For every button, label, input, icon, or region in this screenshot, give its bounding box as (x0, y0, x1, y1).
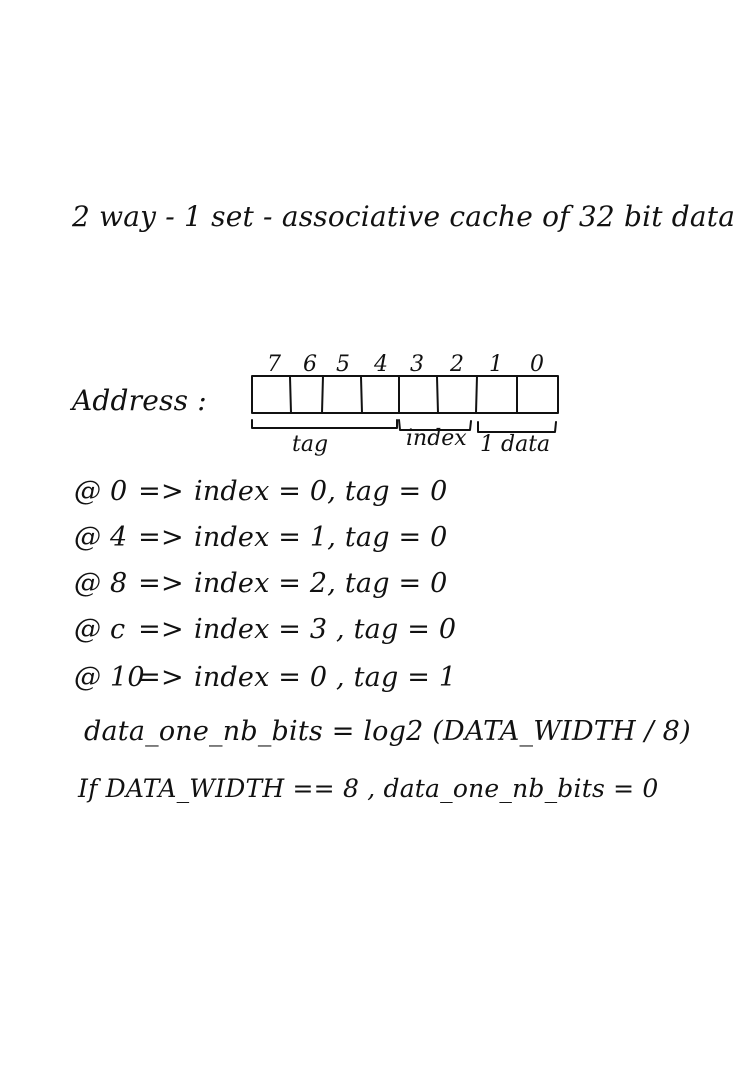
tag-bracket (251, 419, 398, 429)
bit-number-2: 2 (450, 352, 464, 377)
mapping-address: @ 8 (74, 568, 128, 599)
mapping-address: @ 0 (74, 476, 128, 507)
mapping-row: @ 8 => index = 2, tag = 0 (74, 568, 447, 599)
address-label: Address : (72, 384, 207, 417)
data-bits-formula: data_one_nb_bits = log2 (DATA_WIDTH / 8) (84, 716, 691, 747)
mapping-result: index = 2, tag = 0 (194, 568, 448, 599)
tag-field-label: tag (292, 432, 329, 457)
mapping-row: @ c => index = 3 , tag = 0 (74, 614, 456, 645)
mapping-arrow: => (138, 662, 184, 693)
mapping-row: @ 10 => index = 0 , tag = 1 (74, 662, 456, 693)
mapping-arrow: => (138, 568, 184, 599)
data-field-label: 1 data (480, 432, 551, 457)
data-width-condition: If DATA_WIDTH == 8 , data_one_nb_bits = … (78, 774, 659, 803)
bit-divider (475, 375, 478, 414)
mapping-arrow: => (138, 476, 184, 507)
index-bracket (398, 419, 472, 431)
bit-divider (289, 376, 292, 414)
mapping-row: @ 4 => index = 1, tag = 0 (74, 522, 447, 553)
mapping-result: index = 1, tag = 0 (194, 522, 448, 553)
mapping-row: @ 0 => index = 0, tag = 0 (74, 476, 447, 507)
index-field-label: index (406, 426, 467, 451)
mapping-arrow: => (138, 522, 184, 553)
bit-number-5: 5 (336, 352, 350, 377)
bit-number-7: 7 (267, 352, 281, 377)
bit-number-3: 3 (410, 352, 424, 377)
bit-divider (360, 376, 363, 414)
diagram-title: 2 way - 1 set - associative cache of 32 … (72, 200, 736, 233)
mapping-result: index = 0 , tag = 1 (194, 662, 457, 693)
mapping-address: @ c (74, 614, 126, 645)
mapping-result: index = 3 , tag = 0 (194, 614, 457, 645)
address-register-box (251, 375, 559, 414)
mapping-arrow: => (138, 614, 184, 645)
bit-divider (321, 375, 324, 414)
bit-divider (436, 376, 439, 414)
bit-number-1: 1 (489, 352, 503, 377)
bit-number-4: 4 (374, 352, 388, 377)
mapping-address: @ 4 (74, 522, 128, 553)
mapping-address: @ 10 (74, 662, 145, 693)
bit-number-6: 6 (303, 352, 317, 377)
data-bracket (477, 421, 557, 433)
mapping-result: index = 0, tag = 0 (194, 476, 448, 507)
bit-number-0: 0 (530, 352, 544, 377)
